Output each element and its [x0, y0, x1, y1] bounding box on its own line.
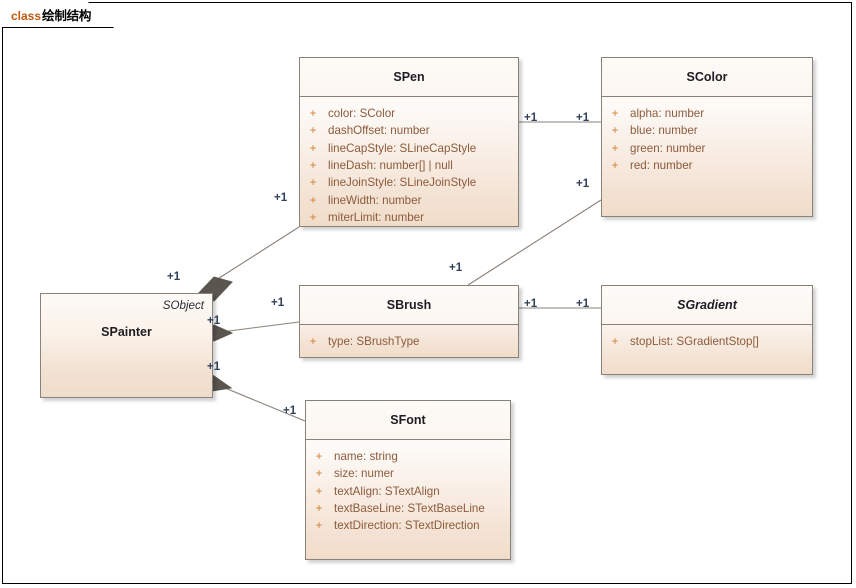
class-header-spen: SPen — [300, 58, 518, 97]
multiplicity-sfont-left: +1 — [283, 405, 297, 417]
attribute-row: + dashOffset: number — [300, 122, 518, 139]
class-header-sfont: SFont — [306, 401, 510, 440]
attribute-row: + stopList: SGradientStop[] — [602, 333, 812, 350]
multiplicity-scolor-bottom: +1 — [576, 178, 590, 190]
visibility-marker: + — [611, 124, 619, 138]
class-attributes-sgradient: + stopList: SGradientStop[] — [602, 325, 812, 356]
attribute-signature: dashOffset: number — [328, 124, 430, 138]
class-attributes-sfont: + name: string + size: numer + textAlign: S… — [306, 440, 510, 540]
multiplicity-sbrush-right: +1 — [524, 298, 538, 310]
attribute-signature: type: SBrushType — [328, 335, 420, 349]
class-title-sgradient: SGradient — [677, 298, 737, 312]
attribute-signature: size: numer — [334, 467, 394, 481]
attribute-row: + textDirection: STextDirection — [306, 517, 510, 534]
visibility-marker: + — [611, 107, 619, 121]
attribute-signature: textDirection: STextDirection — [334, 519, 480, 533]
attribute-row: + size: numer — [306, 465, 510, 482]
visibility-marker: + — [309, 107, 317, 121]
visibility-marker: + — [309, 124, 317, 138]
attribute-row: + lineWidth: number — [300, 191, 518, 208]
visibility-marker: + — [315, 467, 323, 481]
class-box-scolor[interactable]: SColor + alpha: number + blue: number + gre… — [601, 57, 813, 217]
attribute-row: + lineDash: number[] | null — [300, 157, 518, 174]
attribute-signature: color: SColor — [328, 107, 396, 121]
class-attributes-scolor: + alpha: number + blue: number + green: num… — [602, 97, 812, 180]
class-title-spen: SPen — [393, 70, 425, 84]
attribute-signature: lineWidth: number — [328, 193, 422, 207]
attribute-row: + lineCapStyle: SLineCapStyle — [300, 140, 518, 157]
attribute-row: + textAlign: STextAlign — [306, 483, 510, 500]
attribute-row: + green: number — [602, 140, 812, 157]
attribute-signature: name: string — [334, 450, 398, 464]
visibility-marker: + — [309, 159, 317, 173]
attribute-signature: green: number — [630, 141, 706, 155]
attribute-signature: lineDash: number[] | null — [328, 159, 453, 173]
attribute-row: + red: number — [602, 157, 812, 174]
attribute-signature: blue: number — [630, 124, 698, 138]
multiplicity-scolor-left: +1 — [576, 112, 590, 124]
class-title-scolor: SColor — [686, 70, 728, 84]
attribute-signature: textBaseLine: STextBaseLine — [334, 502, 485, 516]
class-title-sfont: SFont — [390, 413, 426, 427]
attribute-signature: stopList: SGradientStop[] — [630, 335, 759, 349]
visibility-marker: + — [309, 335, 317, 349]
multiplicity-spainter-bottom: +1 — [207, 361, 221, 373]
class-header-scolor: SColor — [602, 58, 812, 97]
visibility-marker: + — [315, 519, 323, 533]
attribute-signature: textAlign: STextAlign — [334, 484, 440, 498]
class-attributes-sbrush: + type: SBrushType — [300, 325, 518, 356]
multiplicity-sbrush-left: +1 — [271, 297, 285, 309]
attribute-row: + type: SBrushType — [300, 333, 518, 350]
diagram-title-text: class 绘制结构 — [11, 5, 91, 24]
class-box-spainter[interactable]: SObject SPainter — [40, 293, 213, 398]
visibility-marker: + — [611, 141, 619, 155]
multiplicity-sgradient-left: +1 — [576, 298, 590, 310]
attribute-signature: miterLimit: number — [328, 210, 424, 224]
link-spainter-spen[interactable] — [212, 226, 300, 283]
visibility-marker: + — [309, 193, 317, 207]
attribute-signature: red: number — [630, 159, 693, 173]
diagram-name: 绘制结构 — [42, 8, 92, 23]
attribute-row: + textBaseLine: STextBaseLine — [306, 500, 510, 517]
class-box-spen[interactable]: SPen +color: SColor +dashOffset: number … — [299, 57, 519, 227]
multiplicity-spainter-mid: +1 — [207, 315, 221, 327]
attribute-row: + miterLimit: number — [300, 209, 518, 226]
multiplicity-spainter-top: +1 — [167, 271, 181, 283]
class-box-sbrush[interactable]: SBrush + type: SBrushType — [299, 285, 519, 358]
multiplicity-spen-source: +1 — [274, 192, 288, 204]
multiplicity-spen-target: +1 — [524, 112, 538, 124]
visibility-marker: + — [315, 450, 323, 464]
multiplicity-sbrush-topleft: +1 — [449, 262, 463, 274]
visibility-marker: + — [309, 210, 317, 224]
link-sbrush-scolor[interactable] — [467, 199, 602, 286]
visibility-marker: + — [309, 141, 317, 155]
class-box-sgradient[interactable]: SGradient + stopList: SGradientStop[] — [601, 285, 813, 375]
class-title-sbrush: SBrush — [386, 298, 432, 312]
class-title-spainter: SPainter — [101, 325, 152, 339]
attribute-signature: lineCapStyle: SLineCapStyle — [328, 141, 477, 155]
attribute-signature: lineJoinStyle: SLineJoinStyle — [328, 176, 477, 190]
attribute-row: + alpha: number — [602, 105, 812, 122]
class-header-sgradient: SGradient — [602, 286, 812, 325]
attribute-row: + color: SColor — [300, 105, 518, 122]
link-spainter-sfont[interactable] — [212, 382, 306, 422]
visibility-marker: + — [315, 484, 323, 498]
class-attributes-spen: + color: SColor + dashOffset: number + line… — [300, 97, 518, 232]
visibility-marker: + — [309, 176, 317, 190]
class-stereotype-spainter: SObject — [162, 299, 204, 312]
visibility-marker: + — [611, 335, 619, 349]
attribute-row: + blue: number — [602, 122, 812, 139]
visibility-marker: + — [611, 159, 619, 173]
attribute-signature: alpha: number — [630, 107, 705, 121]
class-header-sbrush: SBrush — [300, 286, 518, 325]
attribute-row: + name: string — [306, 448, 510, 465]
visibility-marker: + — [315, 502, 323, 516]
diagram-keyword: class — [11, 9, 42, 23]
class-box-sfont[interactable]: SFont + name: string + size: numer + textAl… — [305, 400, 511, 560]
attribute-row: + lineJoinStyle: SLineJoinStyle — [300, 174, 518, 191]
